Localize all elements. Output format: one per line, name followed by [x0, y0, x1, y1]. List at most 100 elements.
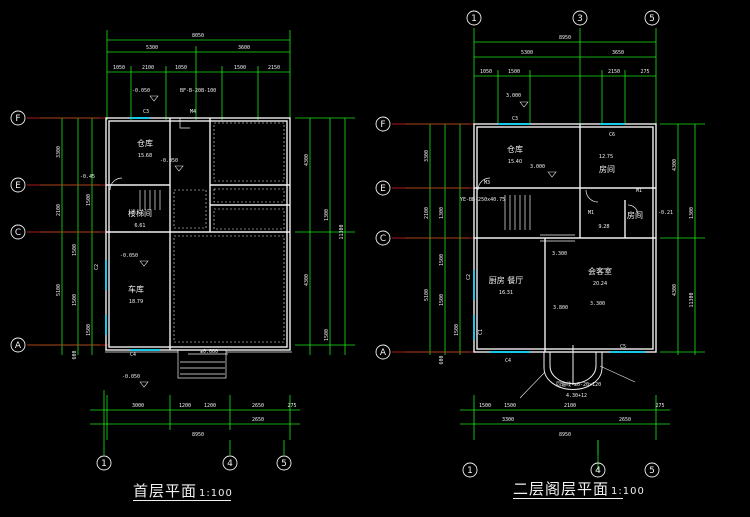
room-area: 9.28: [598, 224, 609, 230]
dim-text: 2650: [619, 417, 631, 423]
dim-text: 5100: [424, 289, 430, 301]
level-mark: -0.21: [658, 210, 673, 216]
window-tag: C2: [466, 274, 472, 280]
ground-stair: [105, 190, 292, 379]
dim-text: 1300: [324, 209, 330, 221]
dim-text: 2150: [268, 65, 280, 71]
room-area: 20.24: [593, 281, 607, 287]
axis-label-3: 3: [577, 14, 583, 24]
dim-text: 1500: [234, 65, 246, 71]
upper-walls: [473, 123, 657, 353]
dim-text: 4300: [304, 154, 310, 166]
upper-floor-plan: F E C A 1 3 5 1 4 5 8950 5300 3650 1050 …: [375, 10, 705, 478]
upper-stair: [504, 195, 575, 242]
upper-doors: [477, 177, 639, 216]
level-mark: 3.000: [506, 93, 521, 99]
level-mark: 3.300: [590, 301, 605, 307]
dim-text: 600: [72, 350, 78, 359]
dim-text: 1300: [689, 207, 695, 219]
upper-bay-window: [543, 345, 603, 390]
axis-label-4: 4: [227, 459, 233, 469]
ground-axis-lines: [27, 117, 108, 346]
dim-text: 5100: [56, 284, 62, 296]
ground-doors: [109, 118, 190, 191]
window-tag: C4: [130, 352, 136, 358]
room-area: 12.75: [599, 154, 613, 160]
level-mark: -0.050: [132, 88, 150, 94]
beam-note: BF-B-20B-100: [180, 88, 216, 94]
axis-bubble-A: [10, 337, 26, 353]
level-mark: -0.050: [122, 374, 140, 380]
dim-text: 275: [655, 403, 664, 409]
axis-bubble-C: [10, 224, 26, 240]
bay-note: 同轴线-±0-20×120: [556, 381, 601, 388]
dim-text: 1200: [179, 403, 191, 409]
room-name: 房间: [599, 164, 615, 174]
axis-bubble-E: [10, 177, 26, 193]
title-scale: 1:100: [611, 486, 645, 497]
level-mark: ±0.000: [200, 349, 218, 355]
axis-label-5: 5: [649, 466, 655, 476]
dim-text: 11300: [689, 292, 695, 307]
axis-label-C: C: [380, 234, 386, 244]
axis-label-E: E: [15, 181, 21, 191]
ground-void-hatch: [173, 122, 285, 343]
dim-text: 8950: [192, 432, 204, 438]
dim-text: 2150: [608, 69, 620, 75]
window-tag: C6: [609, 132, 615, 138]
upper-title-underline: [513, 498, 623, 499]
axis-label-1: 1: [101, 459, 107, 469]
room-name: 房间: [627, 210, 643, 220]
room-name: 楼梯间: [128, 208, 152, 218]
ground-windows: [105, 117, 160, 351]
dim-text: 2100: [56, 204, 62, 216]
dim-text: 1500: [72, 244, 78, 256]
dim-text: 8950: [559, 35, 571, 41]
ground-title-underline: [133, 500, 231, 501]
dim-text: 1500: [454, 324, 460, 336]
dim-text: 2650: [252, 417, 264, 423]
axis-bubble-4: [222, 455, 238, 471]
axis-bubble-5: [276, 455, 292, 471]
dim-text: 11300: [339, 224, 345, 239]
door-tag: M1: [636, 188, 642, 194]
level-mark: -0.45: [80, 174, 95, 180]
window-tag: C3: [512, 116, 518, 122]
level-symbols: [139, 95, 184, 388]
dim-text: 275: [640, 69, 649, 75]
window-tag: C2: [94, 264, 100, 270]
door-tag: M4: [190, 109, 196, 115]
window-tag: C4: [505, 358, 511, 364]
dim-text: 8950: [559, 432, 571, 438]
dim-text: 3300: [424, 150, 430, 162]
dim-text: 4300: [672, 284, 678, 296]
level-mark: 3.800: [553, 305, 568, 311]
axis-label-1: 1: [471, 14, 477, 24]
axis-bubble-1: [96, 455, 112, 471]
upper-axis-bubbles: [375, 10, 660, 478]
upper-windows: [473, 123, 645, 353]
dim-text: 3300: [502, 417, 514, 423]
room-area: 6.61: [134, 223, 145, 229]
room-name: 厨房 餐厅: [489, 275, 524, 285]
window-tag: C3: [143, 109, 149, 115]
axis-label-C: C: [15, 228, 21, 238]
window-tag: C5: [620, 344, 626, 350]
dim-text: 1500: [324, 329, 330, 341]
bay-note: 4.30+12: [566, 393, 587, 399]
axis-label-4: 4: [595, 466, 601, 476]
title-text: 二层阁层平面: [513, 480, 610, 498]
dim-text: 1500: [479, 403, 491, 409]
room-name: 会客室: [588, 266, 612, 276]
axis-bubble-F: [10, 110, 26, 126]
axis-label-E: E: [380, 184, 386, 194]
axis-label-A: A: [380, 348, 387, 358]
room-area: 18.79: [129, 299, 143, 305]
dim-text: 1050: [175, 65, 187, 71]
level-mark: -0.050: [120, 253, 138, 259]
dim-text: 1500: [86, 194, 92, 206]
level-mark: -0.050: [160, 158, 178, 164]
axis-label-A: A: [15, 341, 22, 351]
